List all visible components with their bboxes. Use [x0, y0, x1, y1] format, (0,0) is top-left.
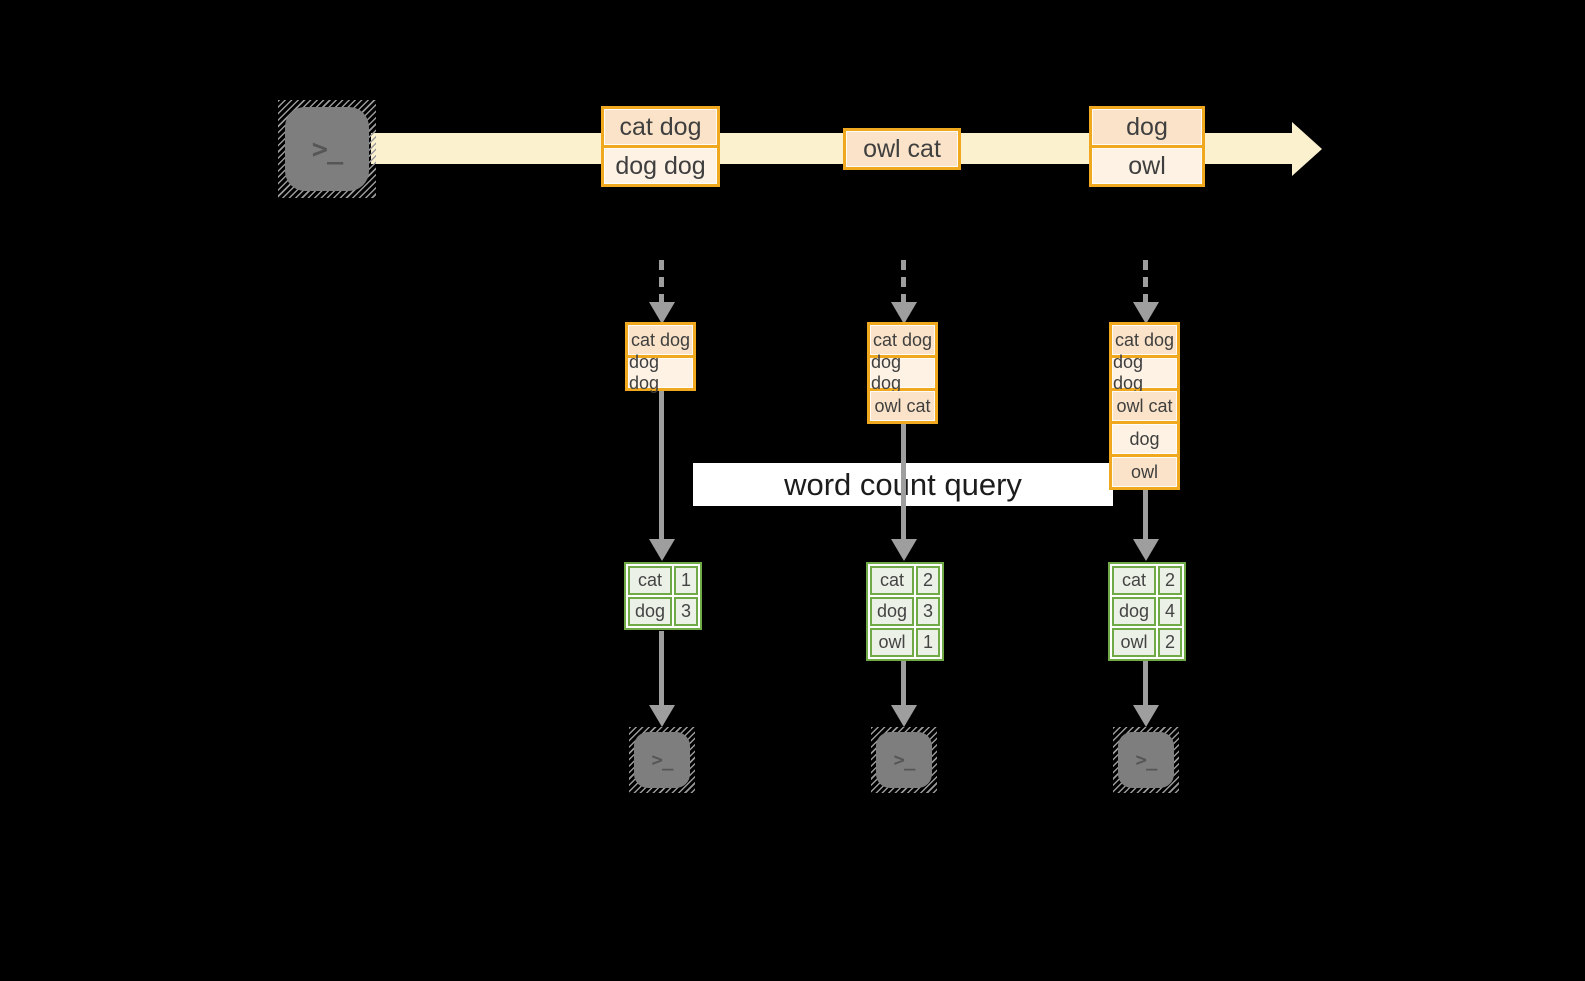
- down-arrowhead-icon: [891, 705, 917, 727]
- table-row: dog 3: [870, 597, 940, 626]
- count-table-3: cat 2 dog 4 owl 2: [1108, 562, 1186, 661]
- stack-row: cat dog: [628, 325, 693, 355]
- table-row: owl 2: [1112, 628, 1182, 657]
- stack-row-label: dog dog: [1113, 352, 1144, 393]
- stack-row-label: owl: [1130, 461, 1158, 482]
- down-arrowhead-icon: [891, 302, 917, 324]
- stack-row: dog dog: [628, 352, 693, 393]
- batch-row: owl cat: [846, 131, 958, 167]
- count-table-2: cat 2 dog 3 owl 1: [866, 562, 944, 661]
- stack-row: cat dog: [870, 325, 935, 355]
- output-terminal-icon-2: >_: [871, 727, 937, 793]
- stack-row: owl: [1112, 457, 1177, 487]
- table-row: dog 4: [1112, 597, 1182, 626]
- batch-box-2: owl cat: [843, 128, 961, 170]
- stack-row-label: dog dog: [629, 352, 660, 393]
- stack-row-label: cat dog: [630, 329, 691, 350]
- batch-row: dog: [1092, 109, 1202, 145]
- batch-row-label: owl cat: [863, 134, 941, 163]
- terminal-body: >_: [285, 107, 369, 191]
- connector-line: [901, 660, 906, 705]
- stack-row-label: cat dog: [872, 329, 933, 350]
- count-cell: 4: [1158, 597, 1182, 626]
- terminal-body: >_: [1118, 732, 1174, 788]
- table-row: cat 2: [1112, 566, 1182, 595]
- batch-row: dog dog: [604, 148, 717, 184]
- stack-box-1: cat dog dog dog: [625, 322, 696, 393]
- word-cell: owl: [1112, 628, 1156, 657]
- connector-line: [1143, 483, 1148, 539]
- connector-line: [1143, 660, 1148, 705]
- word-cell: cat: [870, 566, 914, 595]
- count-cell: 3: [674, 597, 698, 626]
- count-table-1: cat 1 dog 3: [624, 562, 702, 630]
- stack-row: cat dog: [1112, 325, 1177, 355]
- batch-row-label: dog: [1126, 112, 1168, 141]
- down-arrowhead-icon: [649, 302, 675, 324]
- table-row: dog 3: [628, 597, 698, 626]
- stack-box-3: cat dog dog dog owl cat dog owl: [1109, 322, 1180, 490]
- terminal-prompt-glyph: >_: [651, 749, 674, 771]
- stack-row-label: owl cat: [874, 395, 931, 416]
- table-row: owl 1: [870, 628, 940, 657]
- down-arrowhead-icon: [1133, 539, 1159, 561]
- count-cell: 3: [916, 597, 940, 626]
- word-cell: dog: [870, 597, 914, 626]
- stack-row-label: cat dog: [1114, 329, 1175, 350]
- count-cell: 2: [1158, 566, 1182, 595]
- source-terminal-icon: >_: [278, 100, 376, 198]
- stack-row: dog dog: [1112, 352, 1177, 393]
- dashed-arrow-line: [1143, 260, 1148, 304]
- stack-row-label: owl cat: [1116, 395, 1173, 416]
- terminal-prompt-glyph: >_: [1135, 749, 1158, 771]
- word-cell: dog: [1112, 597, 1156, 626]
- batch-box-1: cat dog dog dog: [601, 106, 720, 187]
- count-cell: 2: [916, 566, 940, 595]
- down-arrowhead-icon: [1133, 302, 1159, 324]
- stack-row: owl cat: [1112, 391, 1177, 421]
- batch-row: owl: [1092, 148, 1202, 184]
- terminal-prompt-glyph: >_: [311, 133, 344, 165]
- stack-row-label: dog: [1129, 428, 1160, 449]
- output-terminal-icon-1: >_: [629, 727, 695, 793]
- terminal-body: >_: [634, 732, 690, 788]
- dashed-arrow-line: [659, 260, 664, 304]
- word-cell: cat: [1112, 566, 1156, 595]
- word-cell: cat: [628, 566, 672, 595]
- stack-row: owl cat: [870, 391, 935, 421]
- count-cell: 1: [674, 566, 698, 595]
- count-cell: 1: [916, 628, 940, 657]
- word-cell: dog: [628, 597, 672, 626]
- connector-line: [659, 387, 664, 539]
- down-arrowhead-icon: [649, 705, 675, 727]
- stack-row-label: dog dog: [871, 352, 902, 393]
- word-cell: owl: [870, 628, 914, 657]
- batch-box-3: dog owl: [1089, 106, 1205, 187]
- stack-row: dog dog: [870, 352, 935, 393]
- dashed-arrow-line: [901, 260, 906, 304]
- connector-line: [901, 419, 906, 539]
- output-terminal-icon-3: >_: [1113, 727, 1179, 793]
- down-arrowhead-icon: [891, 539, 917, 561]
- down-arrowhead-icon: [649, 539, 675, 561]
- count-cell: 2: [1158, 628, 1182, 657]
- stream-arrowhead-icon: [1292, 122, 1322, 176]
- batch-row-label: cat dog: [619, 112, 702, 141]
- table-row: cat 2: [870, 566, 940, 595]
- terminal-body: >_: [876, 732, 932, 788]
- batch-row: cat dog: [604, 109, 717, 145]
- terminal-prompt-glyph: >_: [893, 749, 916, 771]
- table-row: cat 1: [628, 566, 698, 595]
- stack-row: dog: [1112, 424, 1177, 454]
- batch-row-label: owl: [1128, 151, 1166, 180]
- down-arrowhead-icon: [1133, 705, 1159, 727]
- batch-row-label: dog dog: [615, 151, 706, 180]
- connector-line: [659, 631, 664, 705]
- stack-box-2: cat dog dog dog owl cat: [867, 322, 938, 424]
